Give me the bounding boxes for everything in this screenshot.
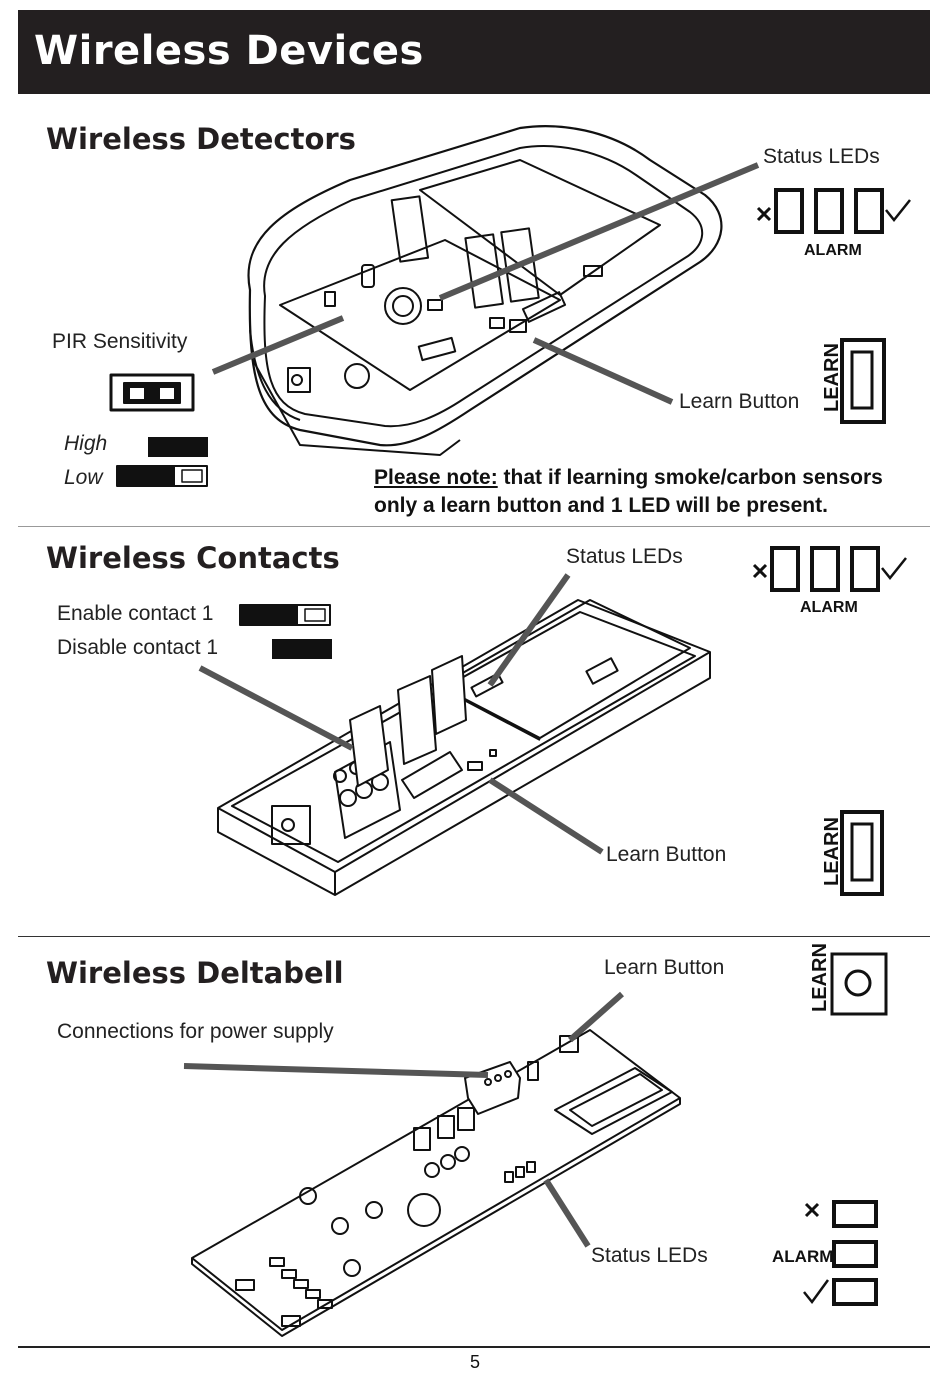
- deltabell-learn-button-icon: LEARN: [809, 943, 888, 1016]
- section-divider: [18, 526, 930, 527]
- disable-contact-switch: [272, 639, 332, 659]
- detector-learn-button-icon: LEARN: [821, 338, 886, 424]
- alarm-text: ALARM: [800, 599, 858, 616]
- alarm-text: ALARM: [804, 242, 862, 259]
- note-text-2: only a learn button and 1 LED will be pr…: [374, 494, 828, 517]
- contact-learn-button-label: Learn Button: [606, 843, 727, 866]
- door-contact-illustration: [217, 599, 711, 896]
- leader-lines: [183, 162, 760, 1248]
- detector-status-leds-label: Status LEDs: [763, 145, 880, 168]
- deltabell-status-led-group: ALARM: [772, 1200, 878, 1306]
- contact-status-led-group: ALARM: [752, 546, 907, 616]
- deltabell-learn-button-label: Learn Button: [604, 956, 725, 979]
- deltabell-pcb-illustration: [191, 1029, 681, 1337]
- enable-contact-label: Enable contact 1: [57, 602, 214, 625]
- learn-text: LEARN: [821, 817, 843, 886]
- cross-icon: [804, 1202, 820, 1218]
- pir-sensitivity-label: PIR Sensitivity: [52, 330, 188, 353]
- note-text-1: that if learning smoke/carbon sensors: [497, 466, 883, 489]
- detector-learn-button-label: Learn Button: [679, 390, 800, 413]
- contact-status-leds-label: Status LEDs: [566, 545, 683, 568]
- page-title: Wireless Devices: [34, 28, 424, 74]
- contact-learn-button-icon: LEARN: [821, 810, 884, 896]
- pir-low-label: Low: [64, 466, 103, 489]
- alarm-text: ALARM: [772, 1247, 833, 1266]
- disable-contact-label: Disable contact 1: [57, 636, 219, 659]
- smoke-sensor-note: Please note: that if learning smoke/carb…: [374, 464, 883, 520]
- pir-detector-illustration: [247, 125, 723, 456]
- pir-low-switch: [116, 465, 208, 487]
- deltabell-heading: Wireless Deltabell: [46, 956, 344, 990]
- section-divider: [18, 936, 930, 937]
- detector-status-led-group: ALARM: [756, 188, 911, 259]
- pir-high-label: High: [64, 432, 108, 455]
- detectors-heading: Wireless Detectors: [46, 122, 356, 156]
- check-icon: [885, 199, 911, 223]
- cross-icon: [752, 563, 768, 579]
- cross-icon: [756, 206, 772, 222]
- contacts-heading: Wireless Contacts: [46, 541, 340, 575]
- learn-text: LEARN: [821, 343, 843, 412]
- deltabell-status-leds-label: Status LEDs: [591, 1244, 708, 1267]
- pir-dip-switch: [109, 373, 195, 412]
- note-heading: Please note:: [374, 466, 498, 489]
- footer-divider: [18, 1346, 930, 1348]
- check-icon: [881, 557, 907, 581]
- enable-contact-switch: [239, 604, 331, 626]
- page-header: Wireless Devices: [18, 10, 930, 94]
- pir-high-switch: [148, 437, 208, 457]
- learn-text: LEARN: [809, 943, 831, 1012]
- page-number: 5: [470, 1352, 481, 1372]
- power-supply-label: Connections for power supply: [57, 1020, 334, 1043]
- check-icon: [803, 1279, 830, 1305]
